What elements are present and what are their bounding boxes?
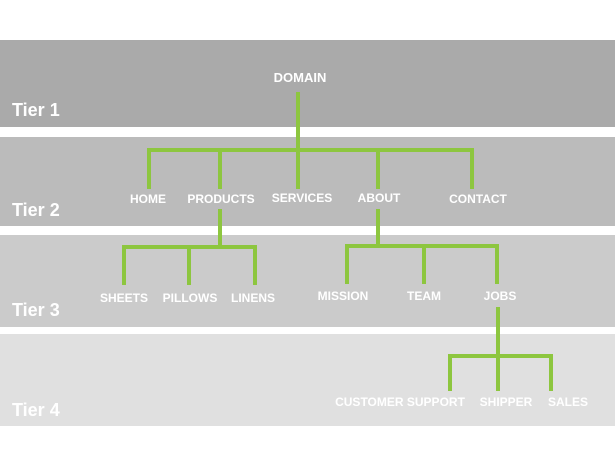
node-sales: SALES [547,395,589,409]
tier-1-label: Tier 1 [12,100,60,120]
tier-4-label: Tier 4 [12,400,60,420]
node-sheets: SHEETS [99,291,149,305]
tier-3-band [0,235,615,327]
node-home: HOME [130,192,166,206]
node-customer-support: CUSTOMER SUPPORT [335,395,465,409]
node-about: ABOUT [357,191,401,205]
node-mission: MISSION [317,289,369,303]
node-pillows: PILLOWS [162,291,218,305]
node-services: SERVICES [271,191,333,205]
tier-4-band [0,334,615,426]
node-jobs: JOBS [483,289,517,303]
node-contact: CONTACT [449,192,507,206]
tier-1-band [0,40,615,127]
node-linens: LINENS [230,291,276,305]
node-shipper: SHIPPER [479,395,533,409]
node-domain: DOMAIN [273,70,327,85]
node-products: PRODUCTS [187,192,255,206]
tier-2-label: Tier 2 [12,200,60,220]
tier-3-label: Tier 3 [12,300,60,320]
node-team: TEAM [407,289,441,303]
